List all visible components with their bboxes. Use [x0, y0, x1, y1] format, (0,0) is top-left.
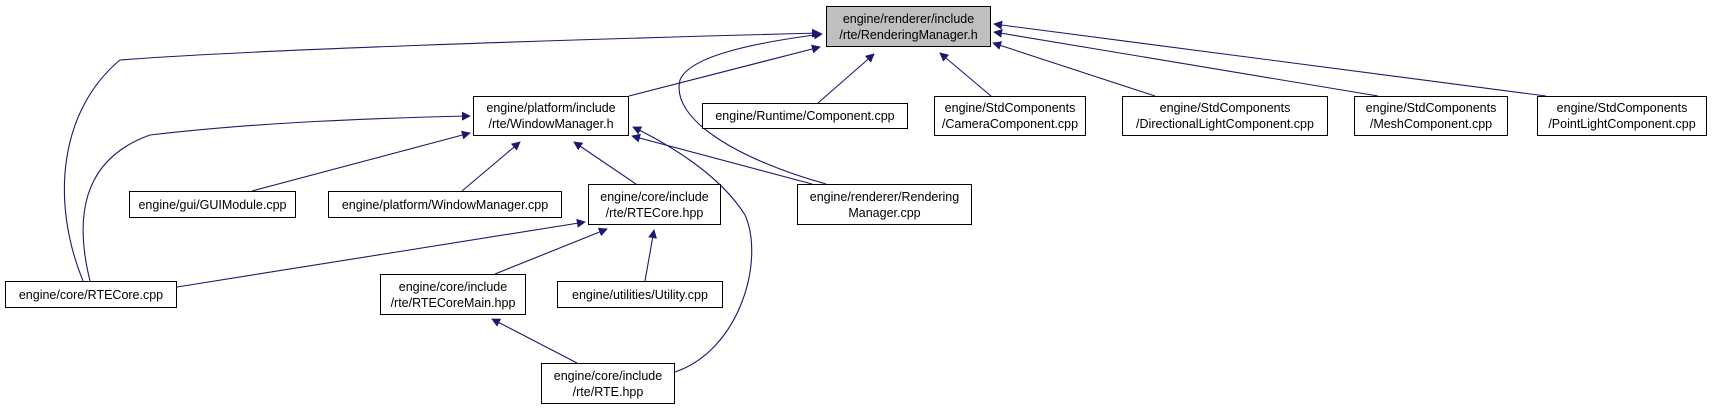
- node-point-light-component-cpp[interactable]: engine/StdComponents /PointLightComponen…: [1537, 96, 1707, 136]
- edge-cameracomponent-to-renderingmanager-h: [939, 52, 992, 97]
- node-label-line: /MeshComponent.cpp: [1369, 117, 1493, 131]
- node-label-line: engine/core/include: [600, 189, 709, 204]
- node-mesh-component-cpp[interactable]: engine/StdComponents /MeshComponent.cpp: [1354, 96, 1508, 136]
- edge-rtecore-cpp-to-rtecore-hpp: [176, 218, 586, 288]
- node-label-line: engine/core/RTECore.cpp: [18, 287, 164, 302]
- edge-rte-hpp-to-windowmanager-h: [632, 126, 753, 373]
- node-label-line: engine/StdComponents: [1159, 101, 1291, 115]
- node-label-line: engine/core/include: [553, 368, 663, 383]
- edge-meshcomponent-to-renderingmanager-h: [993, 28, 1379, 97]
- node-rendering-manager-cpp[interactable]: engine/renderer/Rendering Manager.cpp: [797, 184, 972, 225]
- node-component-cpp[interactable]: engine/Runtime/Component.cpp: [702, 103, 908, 129]
- node-gui-module-cpp[interactable]: engine/gui/GUIModule.cpp: [129, 191, 296, 218]
- edge-renderingmanager-cpp-to-windowmanager-h: [631, 133, 813, 185]
- node-label-line: engine/platform/WindowManager.cpp: [341, 197, 549, 212]
- node-rte-core-cpp[interactable]: engine/core/RTECore.cpp: [5, 281, 177, 308]
- node-rte-hpp[interactable]: engine/core/include /rte/RTE.hpp: [541, 363, 675, 404]
- edge-windowmanager-cpp-to-windowmanager-h: [461, 141, 521, 192]
- node-window-manager-cpp[interactable]: engine/platform/WindowManager.cpp: [328, 191, 562, 218]
- node-label-line: engine/Runtime/Component.cpp: [715, 109, 895, 123]
- node-label-line: /rte/RTECoreMain.hpp: [390, 295, 516, 310]
- node-rte-core-hpp[interactable]: engine/core/include /rte/RTECore.hpp: [588, 184, 721, 225]
- edge-pointlight-to-renderingmanager-h: [993, 20, 1547, 97]
- node-label-line: engine/StdComponents: [1556, 101, 1688, 115]
- node-label-line: engine/gui/GUIModule.cpp: [138, 197, 287, 212]
- node-label-line: engine/platform/include: [486, 101, 616, 115]
- node-label-line: engine/utilities/Utility.cpp: [572, 287, 708, 302]
- edge-rtecoremain-to-rtecore-hpp: [494, 227, 608, 275]
- edge-rtecore-hpp-to-windowmanager-h: [573, 141, 637, 185]
- edge-rtecore-cpp-to-windowmanager-h: [82, 111, 471, 282]
- node-label-line: engine/StdComponents: [1365, 101, 1497, 115]
- node-utility-cpp[interactable]: engine/utilities/Utility.cpp: [557, 281, 723, 308]
- edge-rtecore-cpp-to-renderingmanager-h: [63, 28, 821, 282]
- node-window-manager-h[interactable]: engine/platform/include /rte/WindowManag…: [473, 96, 629, 136]
- node-label-line: engine/StdComponents: [944, 101, 1076, 115]
- node-label-line: /DirectionalLightComponent.cpp: [1136, 117, 1314, 131]
- node-label-line: engine/renderer/Rendering: [809, 189, 960, 204]
- edge-windowmanager-h-to-renderingmanager-h: [628, 44, 821, 97]
- node-label-line: engine/renderer/include: [842, 11, 975, 26]
- node-label-line: /rte/RTECore.hpp: [605, 205, 704, 220]
- edge-utility-to-rtecore-hpp: [644, 229, 658, 282]
- node-camera-component-cpp[interactable]: engine/StdComponents /CameraComponent.cp…: [934, 96, 1086, 136]
- edge-directionallight-to-renderingmanager-h: [992, 41, 1156, 97]
- node-rendering-manager-h[interactable]: engine/renderer/include /rte/RenderingMa…: [826, 6, 991, 47]
- node-label-line: /rte/RenderingManager.h: [839, 27, 978, 42]
- edge-component-cpp-to-renderingmanager-h: [817, 53, 875, 104]
- node-label-line: /rte/RTE.hpp: [572, 384, 644, 399]
- node-label-line: Manager.cpp: [848, 205, 921, 220]
- edge-renderingmanager-cpp-to-renderingmanager-h: [678, 30, 827, 185]
- node-directional-light-component-cpp[interactable]: engine/StdComponents /DirectionalLightCo…: [1122, 96, 1328, 136]
- edge-gui-module-to-windowmanager-h: [251, 130, 471, 192]
- node-label-line: /rte/WindowManager.h: [488, 117, 614, 131]
- node-label-line: engine/core/include: [398, 279, 508, 294]
- node-rte-core-main-hpp[interactable]: engine/core/include /rte/RTECoreMain.hpp: [380, 274, 526, 315]
- node-label-line: /CameraComponent.cpp: [941, 117, 1079, 131]
- edge-rte-hpp-to-rtecoremain: [491, 318, 578, 364]
- node-label-line: /PointLightComponent.cpp: [1548, 117, 1696, 131]
